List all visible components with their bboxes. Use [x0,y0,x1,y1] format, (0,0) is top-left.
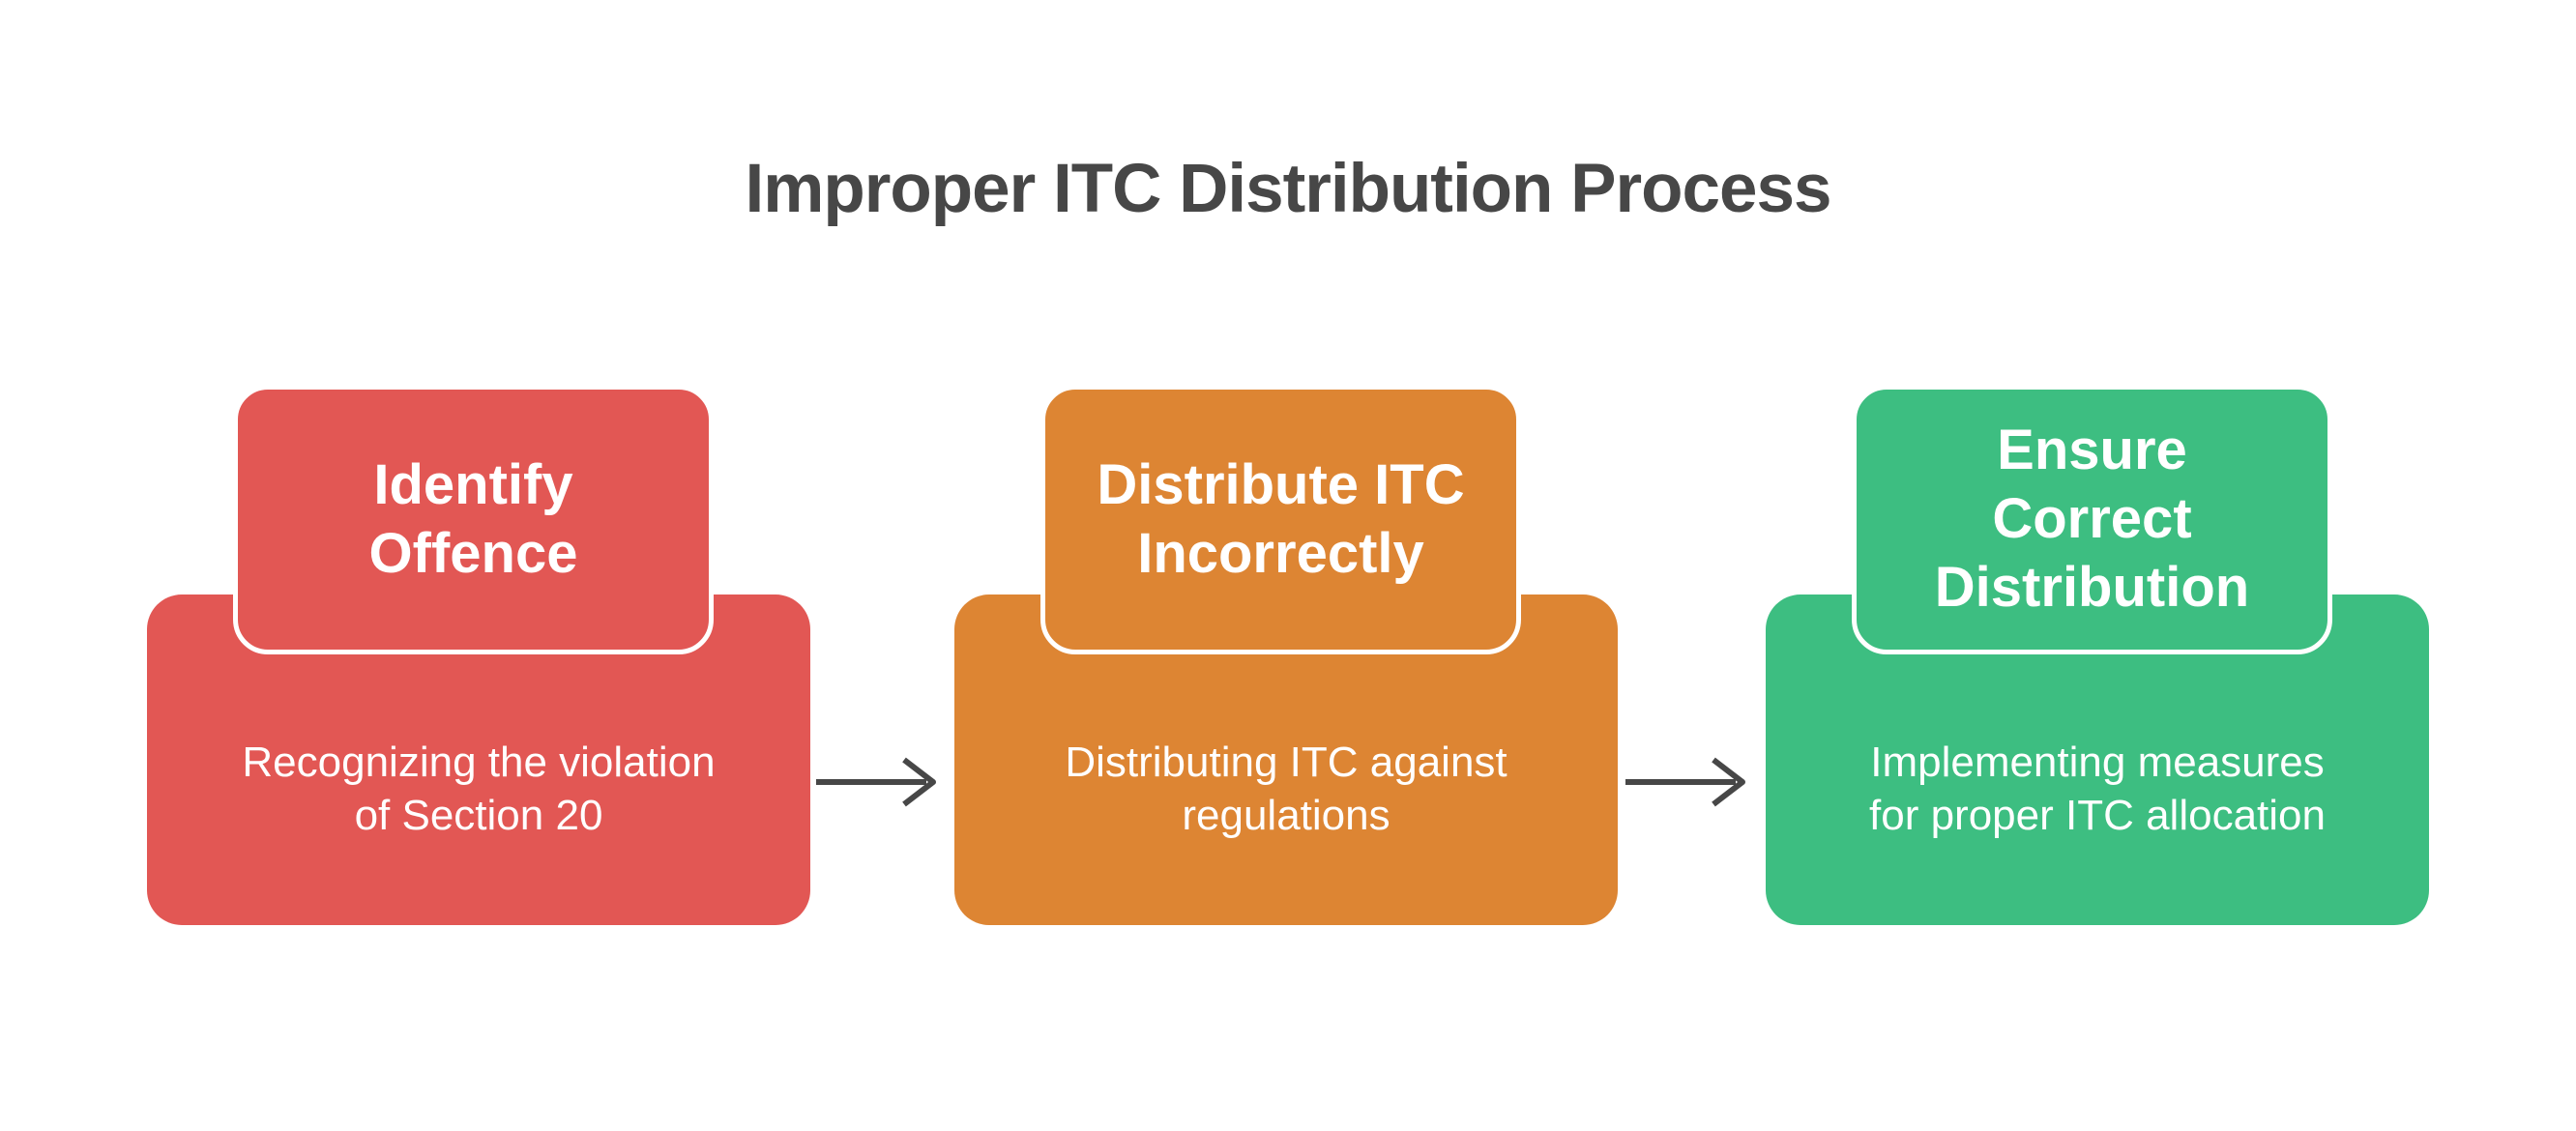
page-title: Improper ITC Distribution Process [745,151,1832,227]
step-description-area: Distributing ITC against regulations [972,654,1600,925]
step-heading-tab: Distribute ITC Incorrectly [1040,385,1521,654]
step-description-area: Recognizing the violation of Section 20 [164,654,793,925]
arrow-head [1712,757,1745,807]
step-description-area: Implementing measures for proper ITC all… [1783,654,2412,925]
step-description: Distributing ITC against regulations [1065,739,1508,839]
step-description: Recognizing the violation of Section 20 [242,739,716,839]
step-card-identify-offence: Identify Offence Recognizing the violati… [147,385,810,925]
step-heading: Identify Offence [368,452,578,585]
step-heading-tab: Ensure Correct Distribution [1852,385,2332,654]
arrow-right-icon [816,757,936,807]
arrow-right-icon [1625,757,1745,807]
step-heading-tab: Identify Offence [233,385,714,654]
step-description: Implementing measures for proper ITC all… [1869,739,2326,839]
step-heading: Distribute ITC Incorrectly [1097,452,1465,585]
step-card-distribute-itc-incorrectly: Distribute ITC Incorrectly Distributing … [954,385,1618,925]
arrow-head [902,757,936,807]
step-heading: Ensure Correct Distribution [1934,419,2250,619]
step-card-ensure-correct-distribution: Ensure Correct Distribution Implementing… [1766,385,2429,925]
